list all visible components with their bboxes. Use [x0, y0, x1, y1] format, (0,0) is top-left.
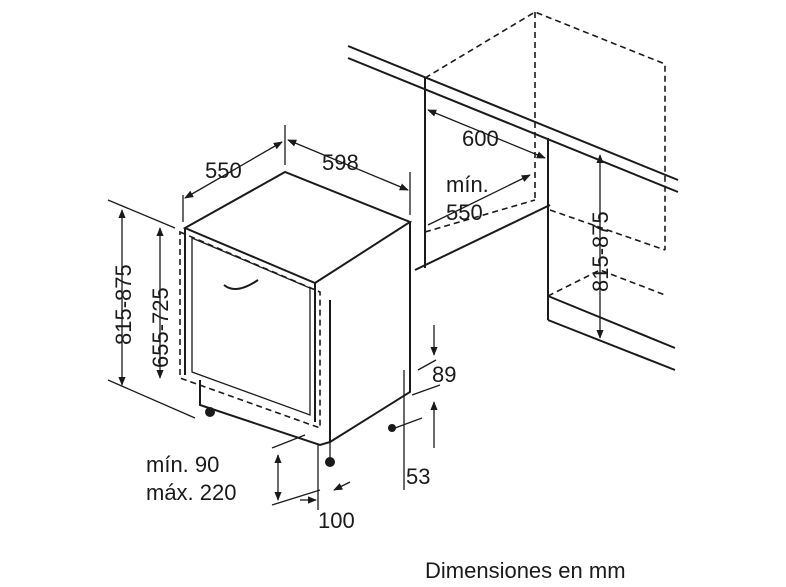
foot-back-right — [388, 424, 396, 432]
label-plinth-min: mín. 90 — [146, 452, 219, 477]
dimension-lines — [107, 109, 604, 510]
dishwasher-body — [179, 170, 413, 467]
label-plinth-depth: 100 — [318, 508, 355, 533]
foot-front-right — [325, 457, 335, 467]
foot-front-left — [205, 407, 215, 417]
label-width: 598 — [322, 150, 359, 175]
label-niche-width: 600 — [462, 126, 499, 151]
label-depth: 550 — [205, 158, 242, 183]
label-niche-depth-min: mín. — [446, 172, 489, 197]
label-height-left: 815-875 — [111, 264, 136, 345]
cabinet-niche — [347, 11, 679, 371]
caption: Dimensiones en mm — [425, 558, 626, 583]
label-89: 89 — [432, 362, 456, 387]
label-53: 53 — [406, 464, 430, 489]
label-plinth-max: máx. 220 — [146, 480, 237, 505]
label-door-height: 655-725 — [148, 287, 173, 368]
label-niche-height: 815-875 — [588, 211, 613, 292]
label-niche-depth-value: 550 — [446, 200, 483, 225]
